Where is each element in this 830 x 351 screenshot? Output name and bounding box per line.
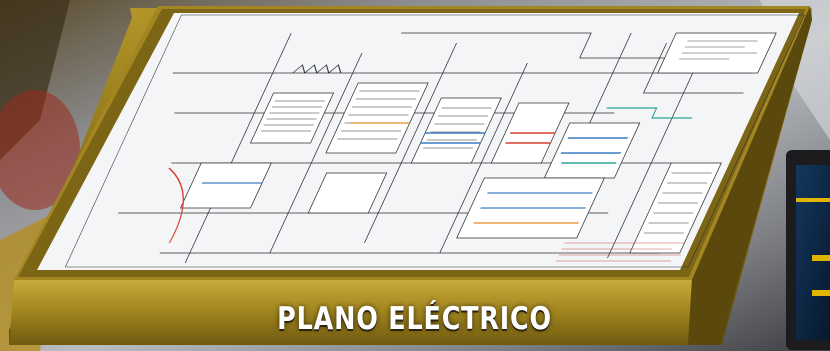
monitor-image (786, 150, 830, 350)
wiring-diagram-image (64, 14, 805, 268)
